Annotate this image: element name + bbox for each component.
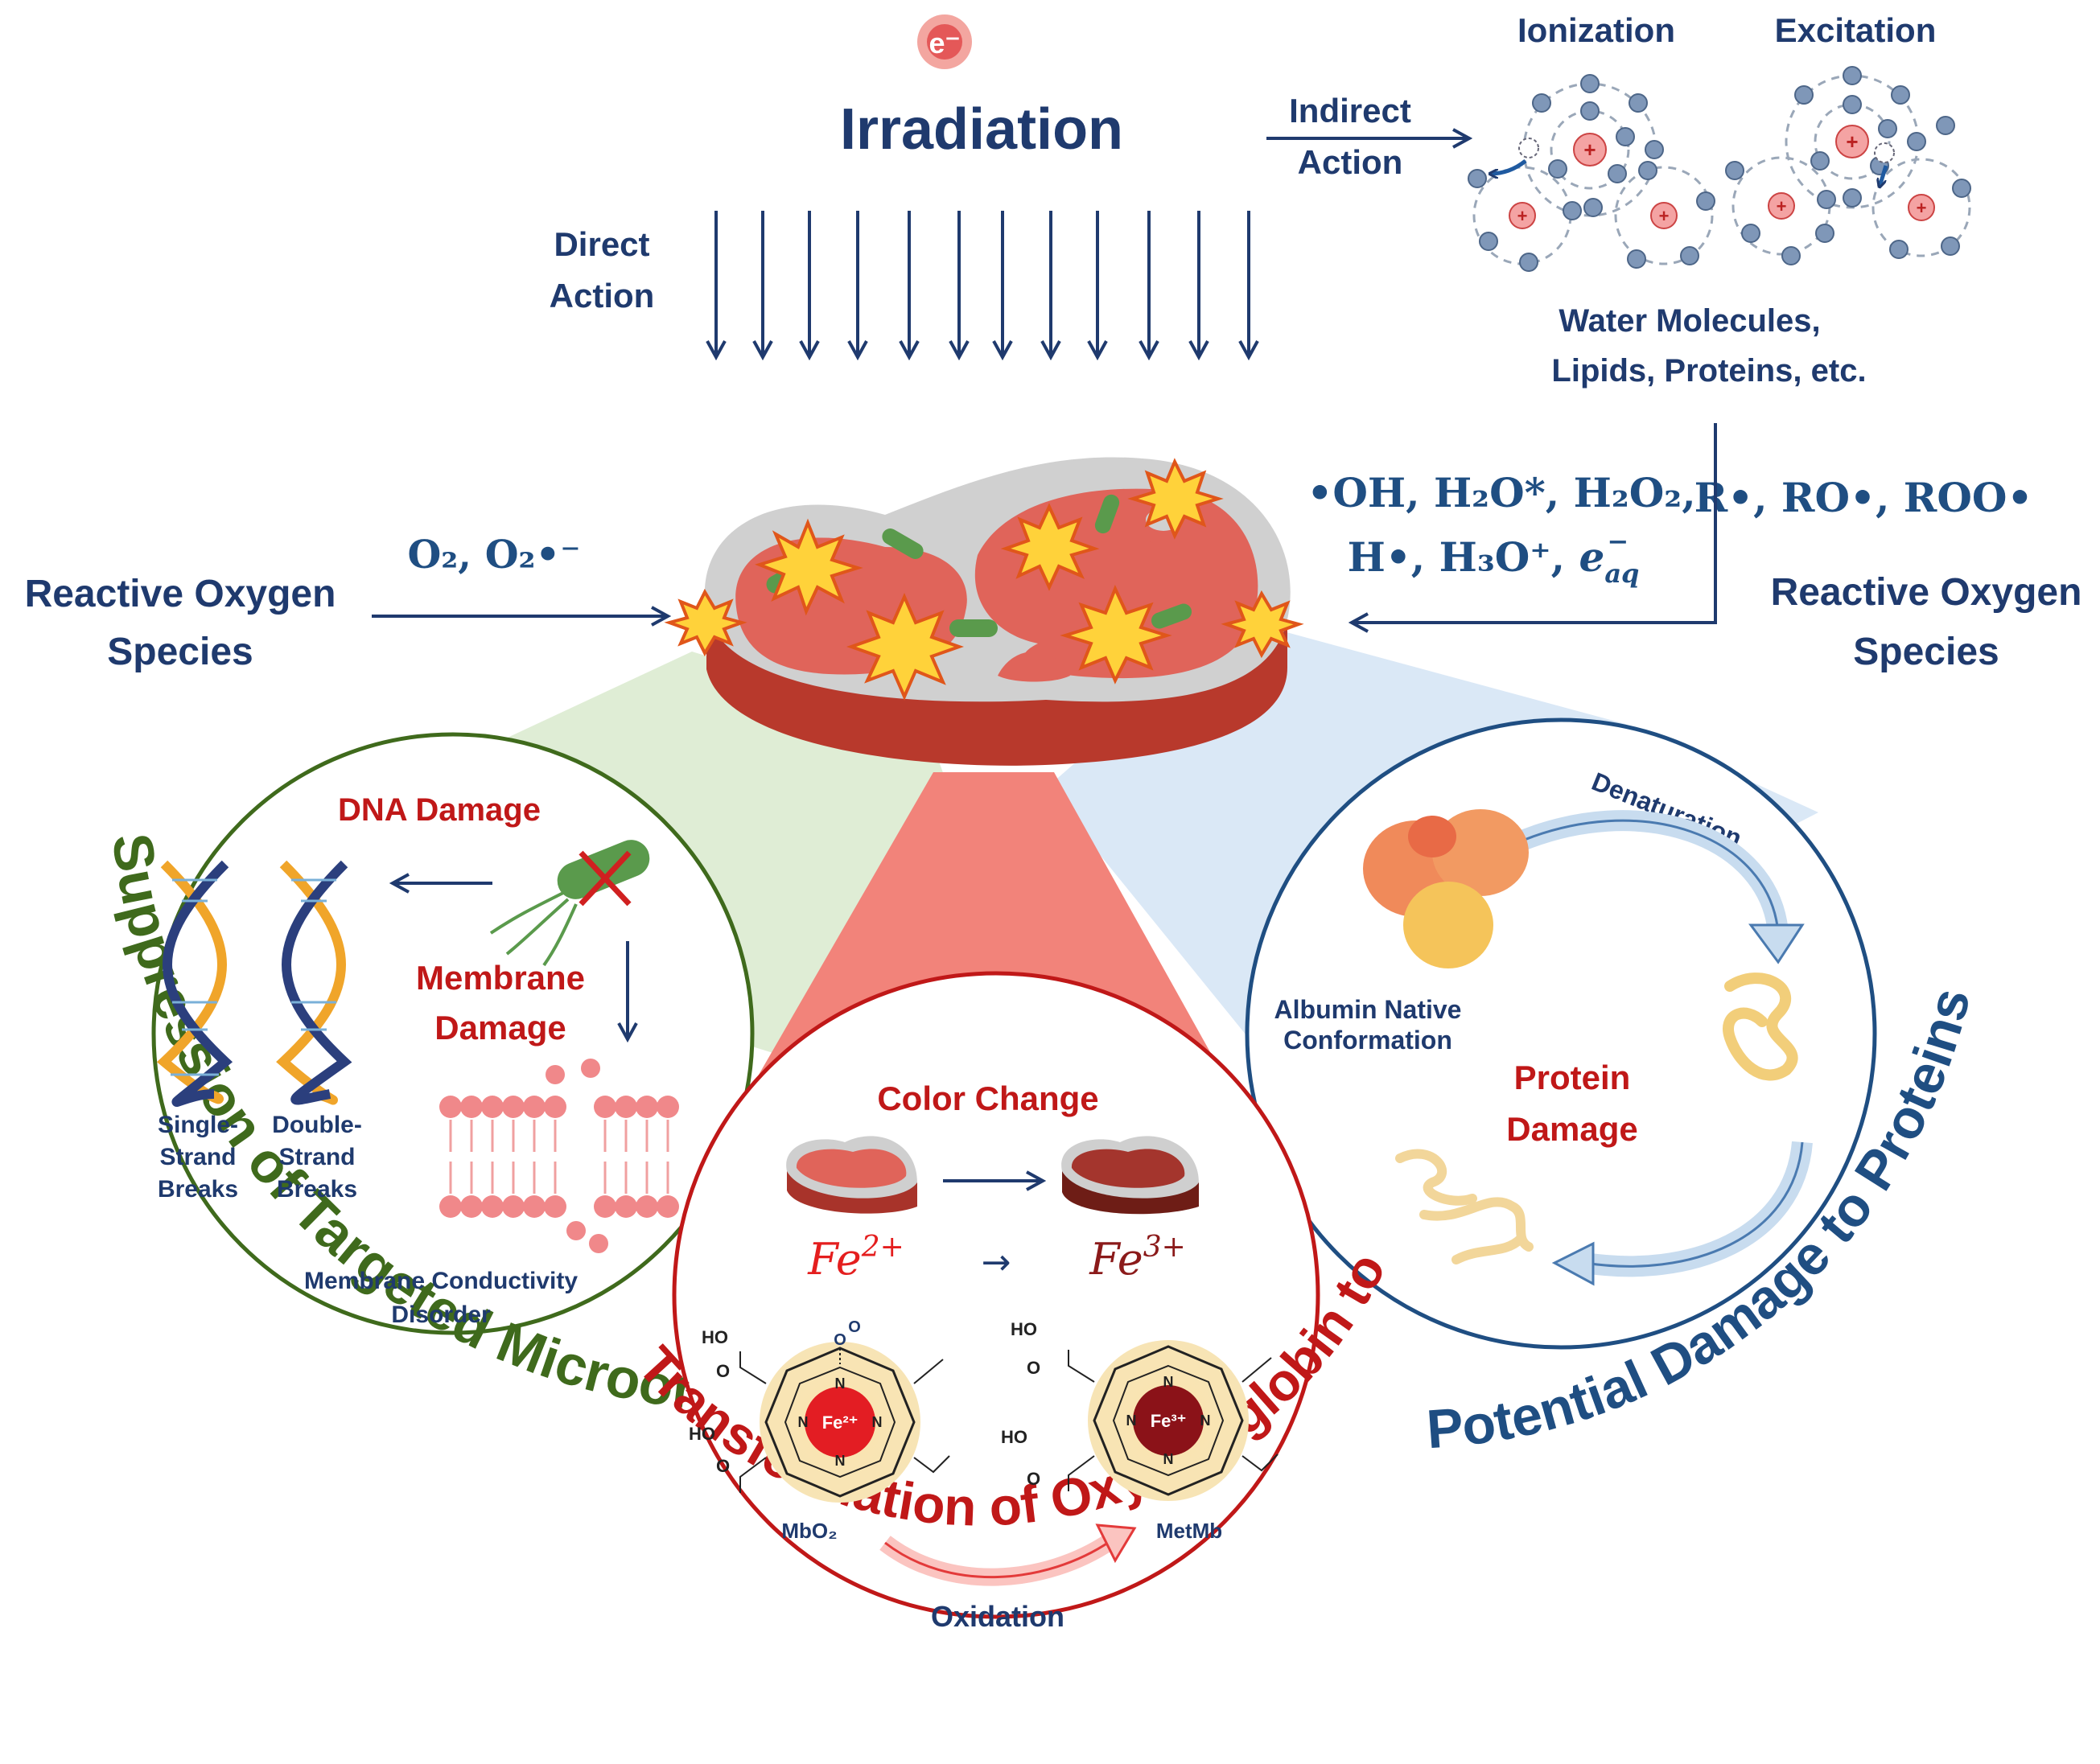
mid-ros-line2: H•, H₃O⁺, eaq− bbox=[1348, 526, 1640, 589]
electron-vacancy bbox=[1874, 142, 1895, 163]
svg-text:+: + bbox=[1517, 206, 1528, 226]
heme-porphyrin-icon: Fe²⁺ N N N N O O bbox=[739, 1318, 950, 1503]
svg-text:N: N bbox=[835, 1453, 846, 1469]
membrane-damage-line2: Damage bbox=[434, 1009, 566, 1046]
mbo2-label: MbO₂ bbox=[781, 1519, 837, 1543]
dna-damage-label: DNA Damage bbox=[338, 792, 541, 828]
iron2-label: Fe²⁺ bbox=[822, 1412, 859, 1433]
iron3-label: Fe³⁺ bbox=[1151, 1411, 1187, 1431]
dna-helix-icon bbox=[156, 860, 233, 1107]
svg-text:+: + bbox=[1583, 138, 1596, 162]
svg-text:+: + bbox=[1659, 206, 1670, 226]
meat-steak-icon bbox=[786, 1136, 917, 1214]
svg-text:N: N bbox=[1200, 1412, 1211, 1429]
svg-text:N: N bbox=[1163, 1374, 1174, 1390]
membrane-damage-line1: Membrane bbox=[416, 959, 585, 997]
o-label: O bbox=[1027, 1469, 1040, 1489]
fe3-label: Fe3+ bbox=[1089, 1231, 1186, 1285]
protein-structure-icon bbox=[1363, 809, 1529, 968]
oxidation-label: Oxidation bbox=[931, 1600, 1064, 1633]
explosion-icon bbox=[664, 458, 1304, 701]
oxidation-arrow-head bbox=[1095, 1523, 1137, 1564]
svg-text:+: + bbox=[1917, 198, 1927, 218]
left-ros-label-line2: Species bbox=[107, 631, 253, 673]
direct-action-line2: Action bbox=[550, 277, 655, 315]
svg-text:+: + bbox=[1846, 130, 1858, 154]
excitation-arrow bbox=[1880, 165, 1888, 187]
indirect-action-line2: Action bbox=[1298, 143, 1403, 181]
curved-arrow-head bbox=[1748, 923, 1805, 964]
ho-label: HO bbox=[1001, 1427, 1027, 1447]
ho-label: HO bbox=[1011, 1319, 1037, 1339]
svg-text:N: N bbox=[1126, 1412, 1137, 1429]
excitation-electrons bbox=[1725, 66, 1971, 265]
meat-steak-icon bbox=[1061, 1136, 1199, 1215]
lipid-bilayer-icon bbox=[439, 1059, 679, 1253]
right-ros-formula: R•, RO•, ROO• bbox=[1694, 474, 2033, 521]
protein-damage-line1: Protein bbox=[1514, 1059, 1631, 1096]
conductivity-line2: Disorder bbox=[391, 1301, 491, 1328]
right-ros-label-line1: Reactive Oxygen bbox=[1771, 571, 2082, 614]
svg-text:+: + bbox=[1777, 196, 1787, 216]
electron-label: e⁻ bbox=[929, 27, 960, 60]
protein-structure-icon bbox=[1395, 1149, 1534, 1264]
electron-icon: e⁻ bbox=[917, 14, 972, 69]
heme-porphyrin-icon: Fe³⁺ N N N N bbox=[1068, 1340, 1279, 1501]
albumin-line1: Albumin Native bbox=[1274, 995, 1462, 1024]
svg-text:O: O bbox=[834, 1331, 846, 1349]
curved-arrow-head-2 bbox=[1551, 1241, 1595, 1286]
ejection-arrow bbox=[1490, 159, 1527, 174]
right-ros-label-line2: Species bbox=[1853, 631, 1999, 673]
left-ros-formula: O₂, O₂•⁻ bbox=[407, 532, 580, 578]
direct-action-line1: Direct bbox=[554, 225, 649, 263]
single-strand-line2: Strand bbox=[159, 1144, 236, 1170]
excitation-nuclei: + + + bbox=[1768, 125, 1935, 221]
fe2-label: Fe2+ bbox=[807, 1231, 904, 1285]
ho-label: HO bbox=[702, 1327, 728, 1347]
o-label: O bbox=[1027, 1358, 1040, 1378]
protein-structure-icon bbox=[1723, 972, 1798, 1081]
targets-line1: Water Molecules, bbox=[1559, 303, 1820, 339]
fe-arrow: → bbox=[982, 1242, 1011, 1283]
svg-text:N: N bbox=[835, 1375, 846, 1392]
color-change-label: Color Change bbox=[877, 1079, 1098, 1117]
conductivity-line1: Membrane Conductivity bbox=[304, 1268, 578, 1294]
double-strand-line1: Double- bbox=[272, 1112, 362, 1138]
irradiation-title: Irradiation bbox=[840, 97, 1123, 162]
targets-line2: Lipids, Proteins, etc. bbox=[1551, 353, 1866, 389]
svg-text:N: N bbox=[1163, 1451, 1174, 1467]
mid-ros-line1: •OH, H₂O*, H₂O₂, bbox=[1307, 469, 1695, 516]
irradiation-arrows bbox=[716, 211, 1249, 357]
left-ros-label-line1: Reactive Oxygen bbox=[25, 573, 336, 615]
ho-label: HO bbox=[689, 1424, 715, 1444]
indirect-action-line1: Indirect bbox=[1289, 92, 1411, 130]
double-strand-line3: Breaks bbox=[277, 1176, 357, 1203]
albumin-line2: Conformation bbox=[1283, 1026, 1452, 1055]
ionization-label: Ionization bbox=[1517, 11, 1675, 49]
dna-helix-icon bbox=[276, 860, 352, 1105]
excitation-label: Excitation bbox=[1775, 11, 1937, 49]
o-label: O bbox=[716, 1456, 730, 1476]
metmb-label: MetMb bbox=[1156, 1519, 1222, 1543]
ionization-nuclei: + + + bbox=[1509, 133, 1678, 229]
electron-vacancy bbox=[1518, 138, 1539, 158]
bacterium-icon bbox=[489, 840, 650, 967]
single-strand-line3: Breaks bbox=[158, 1176, 238, 1203]
double-strand-line2: Strand bbox=[278, 1144, 355, 1170]
svg-text:N: N bbox=[798, 1414, 809, 1430]
protein-damage-line2: Damage bbox=[1506, 1110, 1637, 1148]
ionization-electrons bbox=[1468, 74, 1715, 272]
single-strand-line1: Single- bbox=[158, 1112, 238, 1138]
svg-text:N: N bbox=[872, 1414, 883, 1430]
indirect-ros-arrow bbox=[1352, 423, 1717, 623]
svg-text:O: O bbox=[848, 1318, 861, 1336]
o-label: O bbox=[716, 1361, 730, 1381]
